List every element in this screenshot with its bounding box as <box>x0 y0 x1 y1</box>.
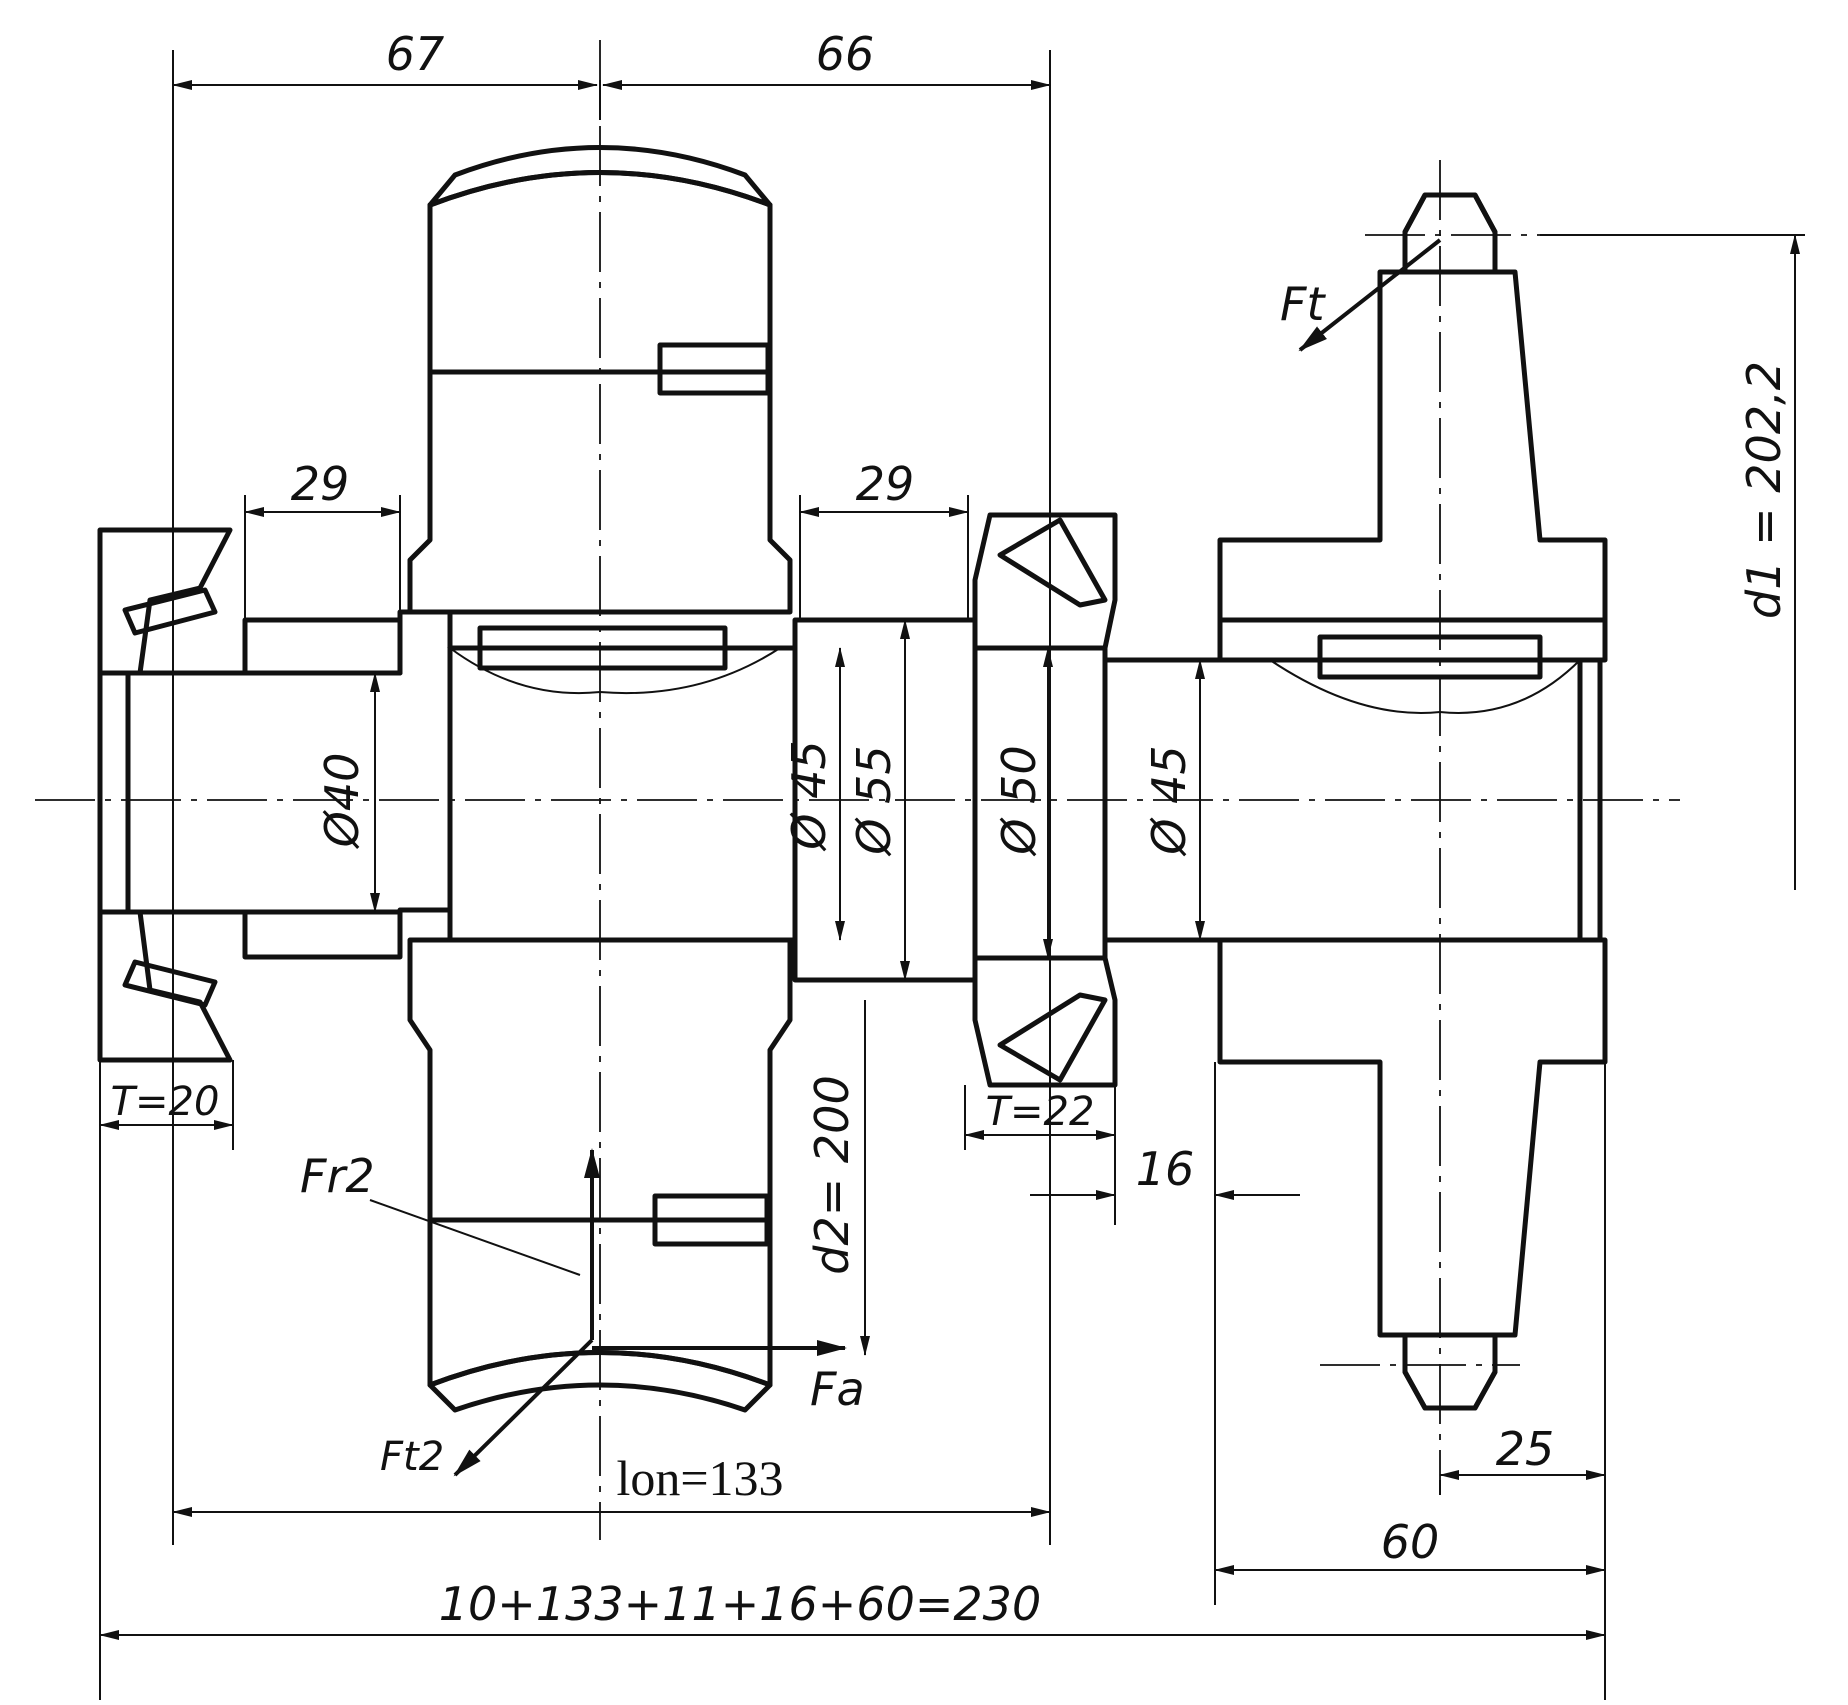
gear-lower <box>407 937 793 1413</box>
dim-T22: T=22 <box>986 1089 1095 1135</box>
dim-66: 66 <box>816 27 875 81</box>
dim-16: 16 <box>1136 1142 1195 1196</box>
force-arrow-Ft2 <box>453 1338 594 1477</box>
force-arrow-Ft <box>1298 238 1442 352</box>
left-bearing <box>97 527 233 1063</box>
dim-lop: lon=133 <box>616 1450 783 1506</box>
dim-dia45b: Ø 45 <box>1142 745 1196 856</box>
force-Ft: Ft <box>1280 277 1326 331</box>
gear-key <box>477 625 728 671</box>
dim-d2: d2= 200 <box>805 1075 859 1274</box>
sprocket-key <box>1317 634 1543 680</box>
dim-dia45a: Ø 45 <box>782 740 836 851</box>
dim-29-right: 29 <box>856 457 915 511</box>
gear-upper <box>407 145 793 615</box>
dim-60: 60 <box>1381 1515 1440 1569</box>
left-spacer-top <box>242 617 403 676</box>
force-Fa: Fa <box>810 1362 865 1416</box>
dim-25: 25 <box>1496 1422 1555 1476</box>
dim-dia55: Ø 55 <box>847 745 901 856</box>
dim-d1: d1 = 202,2 <box>1737 361 1791 619</box>
dim-dia40: Ø40 <box>315 753 369 850</box>
dim-dia50: Ø 50 <box>992 745 1046 856</box>
left-spacer-bottom <box>242 909 403 960</box>
dim-total: 10+133+11+16+60=230 <box>439 1577 1041 1631</box>
sprocket-lower <box>1217 937 1608 1411</box>
force-Ft2: Ft2 <box>380 1434 444 1480</box>
dim-67: 67 <box>386 27 445 81</box>
gear-bottom-bolt <box>652 1193 770 1247</box>
force-Fr2: Fr2 <box>300 1149 375 1203</box>
dim-T20: T=20 <box>111 1079 220 1125</box>
dim-29-left: 29 <box>291 457 350 511</box>
gear-top-bolt <box>657 342 771 396</box>
sprocket-upper <box>1217 192 1608 663</box>
